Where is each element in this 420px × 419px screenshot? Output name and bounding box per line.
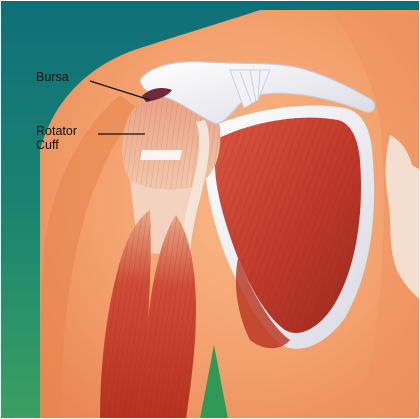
bursa-label: Bursa: [36, 70, 69, 84]
rotator-cuff-label: Rotator Cuff: [36, 124, 77, 152]
tendon-highlight: [140, 150, 182, 160]
